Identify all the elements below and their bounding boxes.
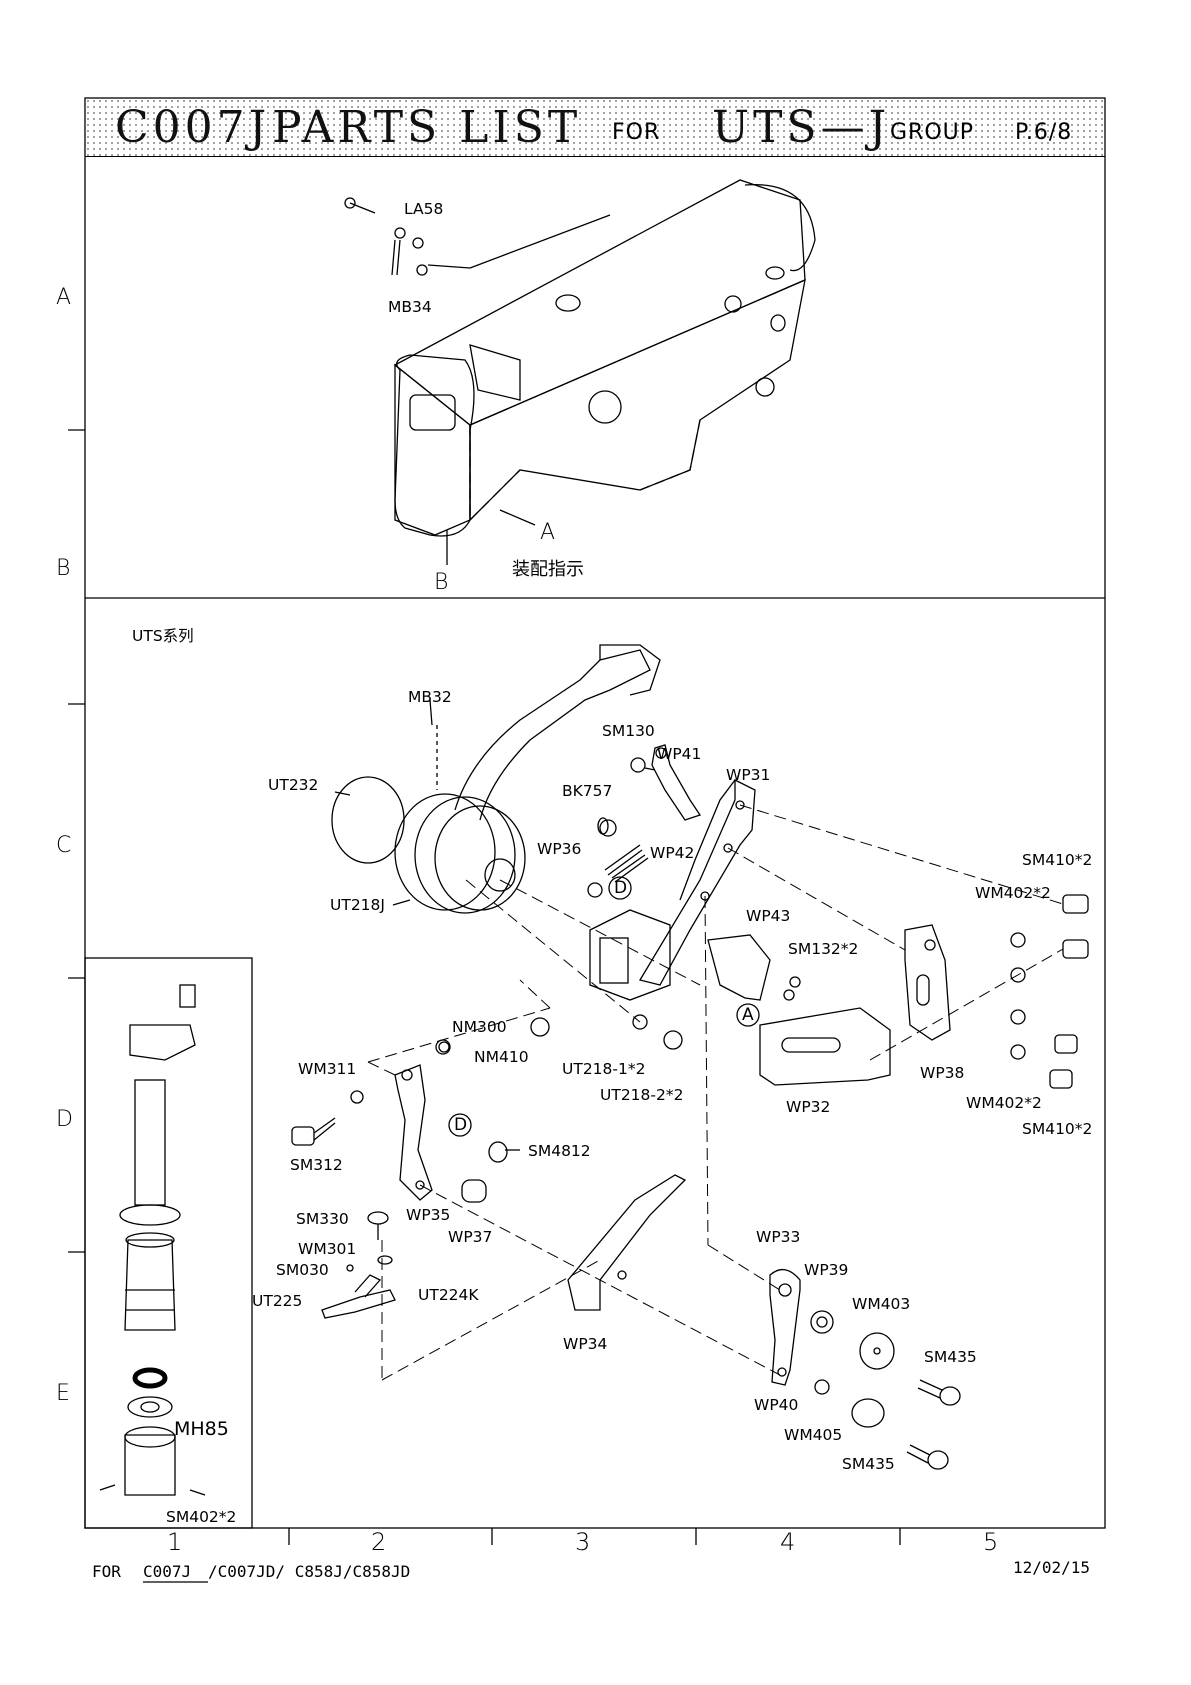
part-label: LA58 [404,200,444,218]
machine-head-drawing [344,179,816,565]
part-label: WP37 [448,1228,493,1246]
group-label: GROUP [890,120,975,145]
footer-date: 12/02/15 [1013,1558,1091,1577]
for-label: FOR [612,120,661,145]
inset-frame [84,957,253,1529]
part-label: SM410*2 [1022,1120,1093,1138]
outer-frame [84,97,1106,1529]
part-label: WP34 [563,1335,608,1353]
part-label: MB34 [388,298,432,316]
callout-d: D [454,1115,468,1135]
part-label: SM435 [924,1348,977,1366]
part-label: WP38 [920,1064,965,1082]
part-label: BK757 [562,782,613,800]
row-marker-a: A [56,285,72,310]
part-label: WP36 [537,840,582,858]
footer-prefix: FOR [92,1562,121,1581]
title-band [85,98,1105,157]
series-label: UTS系列 [132,627,194,645]
assembly-mark-b: B [434,570,449,595]
part-label: UT218J [330,896,385,914]
part-label: UT218-2*2 [600,1086,684,1104]
part-label: MH85 [174,1418,229,1440]
part-label: WP32 [786,1098,831,1116]
part-label: WP39 [804,1261,849,1279]
column-marker-4: 4 [780,1528,796,1556]
part-label: WP33 [756,1228,801,1246]
part-label: UT225 [252,1292,303,1310]
part-label: UT218-1*2 [562,1060,646,1078]
part-label: WP42 [650,844,695,862]
assembly-note: 装配指示 [512,559,584,580]
column-marker-2: 2 [371,1528,387,1556]
part-label: SM4812 [528,1142,591,1160]
part-label: NM410 [474,1048,529,1066]
part-label: WM301 [298,1240,357,1258]
model-title: C007J [115,102,271,153]
part-label: MB32 [408,688,452,706]
part-label: UT232 [268,776,319,794]
column-marker-5: 5 [983,1528,999,1556]
part-label: SM435 [842,1455,895,1473]
row-marker-b: B [56,556,71,581]
page-number: P.6/8 [1015,120,1073,145]
part-label: SM330 [296,1210,349,1228]
row-marker-e: E [56,1381,70,1406]
row-marker-c: C [56,833,72,858]
part-label: WP35 [406,1206,451,1224]
callout-a: A [742,1005,754,1025]
part-label: WP40 [754,1396,799,1414]
mechanism-drawing [291,644,1089,1470]
part-label: WP41 [657,745,702,763]
part-label: UT224K [418,1286,479,1304]
row-marker-d: D [56,1107,73,1132]
part-label: NM300 [452,1018,507,1036]
part-label: WP43 [746,907,791,925]
assembly-mark-a: A [540,520,556,545]
part-label: SM030 [276,1261,329,1279]
callout-d: D [614,878,628,898]
part-label: SM312 [290,1156,343,1174]
part-label: WM405 [784,1426,843,1444]
part-label: SM402*2 [166,1508,237,1526]
part-label: WM403 [852,1295,911,1313]
part-label: WP31 [726,766,771,784]
inset-drawing [99,984,206,1496]
footer-model-primary: C007J [143,1562,192,1581]
parts-list-title: PARTS LIST [272,102,582,153]
part-label: SM132*2 [788,940,859,958]
group-name: UTS—J [712,102,891,153]
column-marker-3: 3 [575,1528,591,1556]
part-label: WM402*2 [975,884,1051,902]
part-label: SM130 [602,722,655,740]
column-marker-1: 1 [167,1528,183,1556]
part-label: WM402*2 [966,1094,1042,1112]
footer-models: /C007JD/ C858J/C858JD [208,1562,411,1581]
part-label: WM311 [298,1060,357,1078]
part-label: SM410*2 [1022,851,1093,869]
